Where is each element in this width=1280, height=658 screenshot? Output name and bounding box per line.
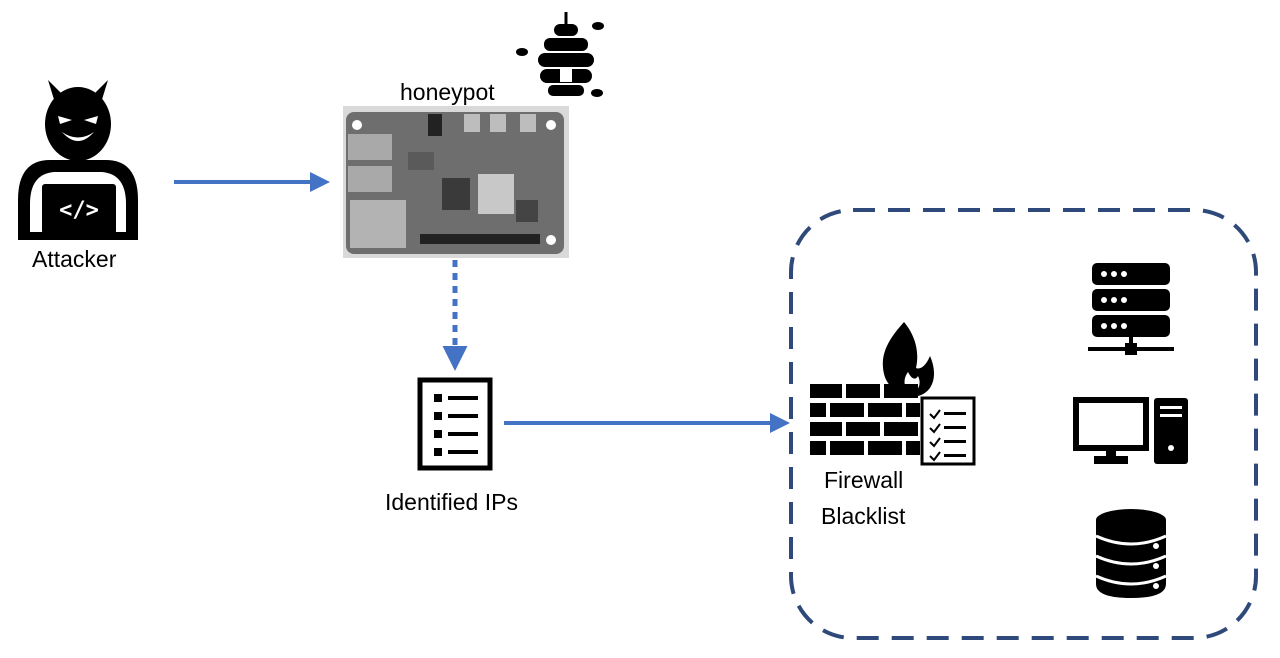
- identified-ips-label: Identified IPs: [385, 489, 518, 515]
- code-glyph: </>: [59, 198, 99, 223]
- desktop-computer-icon: [1073, 397, 1188, 464]
- raspberry-pi-board: [343, 106, 569, 258]
- hacker-icon: [18, 80, 138, 240]
- blacklist-label: Blacklist: [821, 503, 906, 529]
- firewall-label: Firewall: [824, 467, 904, 493]
- beehive-icon: [516, 12, 604, 97]
- server-rack-icon: [1088, 263, 1174, 355]
- honeypot-label: honeypot: [400, 79, 495, 105]
- database-icon: [1095, 509, 1167, 598]
- list-document-icon: [417, 377, 493, 471]
- firewall-icon: [810, 322, 934, 455]
- attacker-label: Attacker: [32, 246, 117, 272]
- checklist-icon: [920, 396, 976, 466]
